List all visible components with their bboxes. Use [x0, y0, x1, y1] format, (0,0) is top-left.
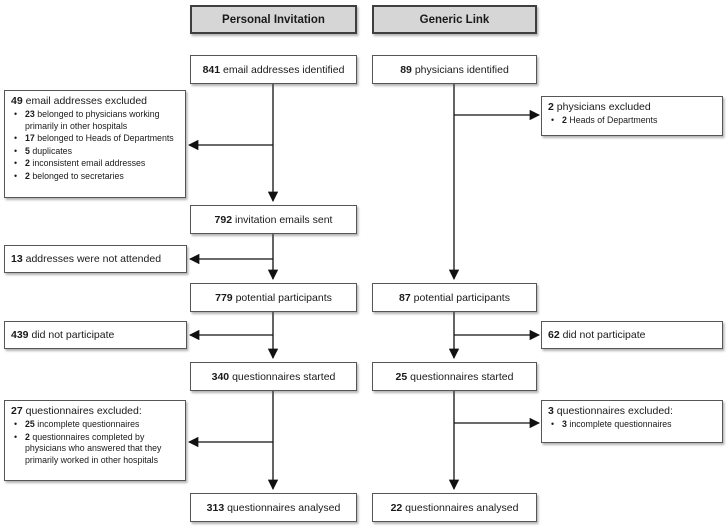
- count: 25: [395, 370, 408, 383]
- label: potential participants: [235, 291, 332, 304]
- bullet-item: •2 Heads of Departments: [551, 115, 658, 125]
- label: potential participants: [413, 291, 510, 304]
- side-box-did-not-participate-right: 62 did not participate: [541, 321, 723, 349]
- count: 792: [214, 213, 233, 226]
- bullet-list: •25 incomplete questionnaires •2 questio…: [11, 419, 180, 466]
- bullet-list: •2 Heads of Departments: [548, 115, 717, 127]
- side-box-questionnaires-excluded-left: 27 questionnaires excluded: •25 incomple…: [4, 400, 186, 481]
- header-label: Generic Link: [419, 13, 490, 26]
- flow-box-potential-participants-left: 779 potential participants: [190, 283, 357, 312]
- label: email addresses identified: [223, 63, 345, 76]
- label: physicians identified: [414, 63, 509, 76]
- header-generic-link: Generic Link: [372, 5, 537, 34]
- side-box-addresses-not-attended: 13 addresses were not attended: [4, 245, 187, 273]
- count: 779: [215, 291, 233, 304]
- count: 313: [206, 501, 225, 514]
- bullet-icon: •: [14, 158, 18, 168]
- label: questionnaires analysed: [227, 501, 341, 514]
- side-box-title: 439 did not participate: [11, 329, 115, 341]
- side-box-title: 3 questionnaires excluded:: [548, 405, 673, 417]
- bullet-icon: •: [14, 170, 18, 181]
- bullet-item: •2 belonged to secretaries: [14, 170, 124, 181]
- bullet-item: •2 inconsistent email addresses: [14, 158, 146, 168]
- bullet-icon: •: [551, 419, 555, 429]
- count: 89: [400, 63, 412, 76]
- bullet-icon: •: [14, 419, 18, 429]
- bullet-list: •23 belonged to physicians working prima…: [11, 109, 180, 182]
- flow-box-questionnaires-analysed-left: 313 questionnaires analysed: [190, 493, 357, 522]
- side-box-physicians-excluded: 2 physicians excluded •2 Heads of Depart…: [541, 96, 723, 136]
- flow-box-invitations-sent: 792 invitation emails sent: [190, 205, 357, 234]
- side-box-title: 13 addresses were not attended: [11, 253, 162, 265]
- bullet-item: •3 incomplete questionnaires: [551, 419, 672, 429]
- count: 22: [390, 501, 403, 514]
- bullet-item: •2 questionnaires completed by physician…: [14, 431, 162, 465]
- side-box-title: 62 did not participate: [548, 329, 646, 341]
- count: 841: [202, 63, 221, 76]
- label: invitation emails sent: [234, 213, 333, 226]
- label: questionnaires analysed: [405, 501, 519, 514]
- bullet-icon: •: [14, 145, 18, 156]
- flow-box-physicians-identified: 89 physicians identified: [372, 55, 537, 84]
- flow-box-emails-identified: 841 email addresses identified: [190, 55, 357, 84]
- header-label: Personal Invitation: [222, 13, 325, 26]
- count: 87: [399, 291, 411, 304]
- flow-box-questionnaires-started-left: 340 questionnaires started: [190, 362, 357, 391]
- bullet-item: •5 duplicates: [14, 145, 72, 156]
- side-box-title: 27 questionnaires excluded:: [11, 405, 142, 417]
- side-box-title: 2 physicians excluded: [548, 101, 651, 113]
- bullet-item: •17 belonged to Heads of Departments: [14, 133, 174, 143]
- bullet-icon: •: [551, 115, 555, 125]
- bullet-icon: •: [14, 109, 18, 119]
- count: 340: [211, 370, 230, 383]
- flow-box-questionnaires-started-right: 25 questionnaires started: [372, 362, 537, 391]
- bullet-item: •23 belonged to physicians working prima…: [14, 109, 160, 131]
- bullet-icon: •: [14, 431, 18, 442]
- label: questionnaires started: [410, 370, 514, 383]
- side-box-emails-excluded: 49 email addresses excluded •23 belonged…: [4, 90, 186, 198]
- side-box-did-not-participate-left: 439 did not participate: [4, 321, 187, 349]
- label: questionnaires started: [232, 370, 336, 383]
- bullet-icon: •: [14, 133, 18, 143]
- flow-box-questionnaires-analysed-right: 22 questionnaires analysed: [372, 493, 537, 522]
- side-box-title: 49 email addresses excluded: [11, 95, 148, 107]
- bullet-list: •3 incomplete questionnaires: [548, 419, 717, 431]
- bullet-item: •25 incomplete questionnaires: [14, 419, 140, 429]
- side-box-questionnaires-excluded-right: 3 questionnaires excluded: •3 incomplete…: [541, 400, 723, 443]
- header-personal-invitation: Personal Invitation: [190, 5, 357, 34]
- flow-box-potential-participants-right: 87 potential participants: [372, 283, 537, 312]
